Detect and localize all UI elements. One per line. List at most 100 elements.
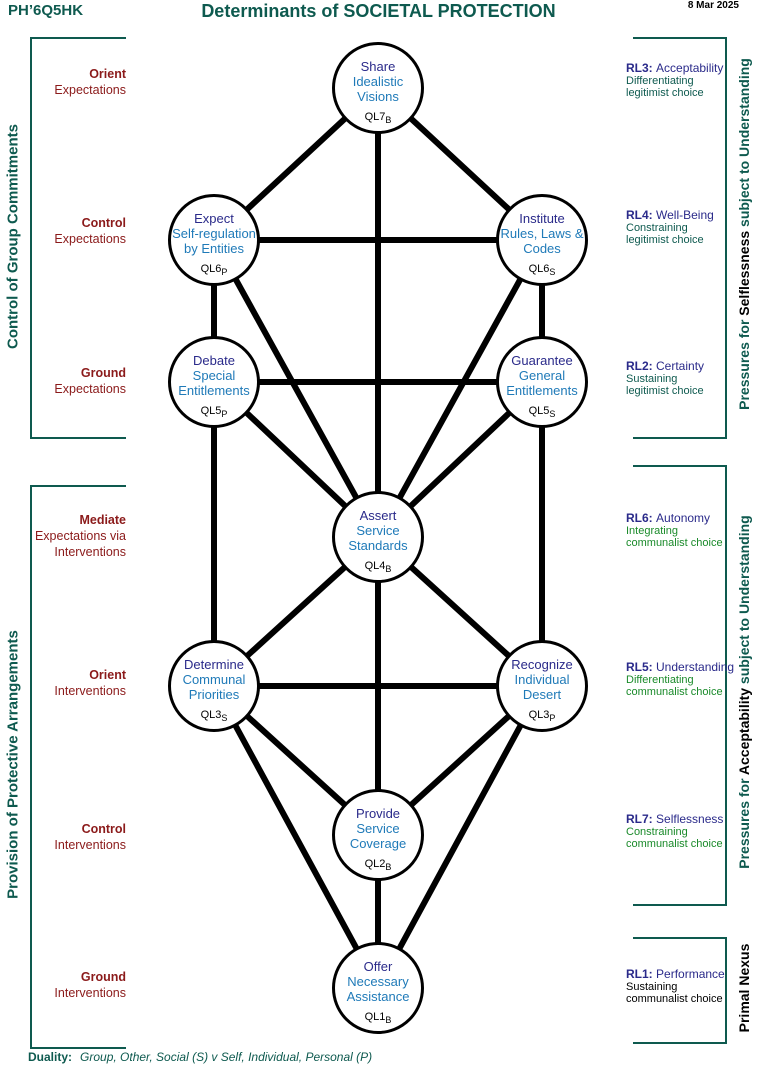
node-ql2-sub: B bbox=[385, 862, 392, 872]
node-ql3s-l2: Communal bbox=[182, 672, 246, 687]
node-ql6s-l3: Codes bbox=[523, 241, 561, 256]
left-row-1-b: Expectations bbox=[54, 83, 126, 97]
node-ql4-code: QL4 bbox=[364, 559, 386, 572]
right-bracket-middle bbox=[633, 465, 727, 906]
right-row-rl1-name: Performance bbox=[656, 967, 725, 981]
duality-footer: Duality: Group, Other, Social (S) v Self,… bbox=[28, 1050, 372, 1064]
right-row-rl5-s1: Differentiating bbox=[626, 674, 694, 686]
node-ql5p-l2: Special bbox=[192, 368, 236, 383]
right-group-top-pre: Pressures for bbox=[736, 315, 752, 410]
node-ql5s-l2: General bbox=[518, 368, 566, 383]
right-row-rl4-s1: Constraining bbox=[626, 222, 688, 234]
duality-text: Group, Other, Social (S) v Self, Individ… bbox=[80, 1050, 373, 1064]
left-row-4-b: Expectations via Interventions bbox=[34, 529, 126, 559]
node-ql7-l3: Visions bbox=[357, 89, 399, 104]
left-row-4-a: Mediate bbox=[79, 513, 126, 527]
node-ql6p-l1: Expect bbox=[194, 211, 234, 226]
left-row-6-a: Control bbox=[81, 822, 126, 836]
node-ql6p-l3: by Entities bbox=[184, 241, 244, 256]
node-ql1-l1: Offer bbox=[363, 959, 393, 974]
right-row-rl4-name: Well-Being bbox=[656, 208, 714, 222]
edge-3s-1 bbox=[211, 683, 381, 991]
document-code: PH’6Q5HK bbox=[8, 2, 84, 19]
right-row-rl3-s1: Differentiating bbox=[626, 75, 694, 87]
node-ql3p-l3: Desert bbox=[522, 687, 562, 702]
left-group-title-bottom: Provision of Protective Arrangements bbox=[4, 630, 22, 899]
page-title: Determinants of SOCIETAL PROTECTION bbox=[201, 1, 556, 21]
left-row-7-b: Interventions bbox=[54, 986, 126, 1000]
left-group-title-top: Control of Group Commitments bbox=[4, 124, 22, 349]
left-bracket-bottom bbox=[30, 485, 126, 1049]
left-row-6-b: Interventions bbox=[54, 838, 126, 852]
left-row-3-a: Ground bbox=[80, 366, 126, 380]
left-row-1-a: Orient bbox=[89, 67, 126, 81]
node-ql3p-sub: P bbox=[549, 713, 556, 723]
right-group-title-top: Pressures for Selflessness subject to Un… bbox=[736, 44, 752, 424]
node-ql7-sub: B bbox=[385, 115, 392, 125]
node-ql3s-l3: Priorities bbox=[188, 687, 240, 702]
node-ql5p-l1: Debate bbox=[193, 353, 235, 368]
right-group-title-middle: Pressures for Acceptability subject to U… bbox=[736, 502, 752, 882]
right-row-rl6-s1: Integrating bbox=[626, 525, 678, 537]
right-group-title-bottom: Primal Nexus bbox=[736, 943, 752, 1033]
node-ql3p-code: QL3 bbox=[528, 708, 550, 721]
right-row-rl6-s2: communalist choice bbox=[626, 537, 723, 549]
right-row-rl3-s2: legitimist choice bbox=[626, 87, 704, 99]
node-ql6p-sub: P bbox=[221, 267, 228, 277]
node-ql6p-l2: Self-regulation bbox=[172, 226, 256, 241]
right-row-rl7-s2: communalist choice bbox=[626, 838, 723, 850]
left-row-2-a: Control bbox=[81, 216, 126, 230]
right-row-rl1-s2: communalist choice bbox=[626, 993, 723, 1005]
left-row-3-b: Expectations bbox=[54, 382, 126, 396]
node-ql3p-l1: Recognize bbox=[511, 657, 573, 672]
right-row-rl6-name: Autonomy bbox=[656, 511, 711, 525]
right-bracket-bottom bbox=[633, 937, 727, 1044]
node-ql7-code: QL7 bbox=[364, 110, 386, 123]
date-label: 8 Mar 2025 bbox=[687, 0, 739, 11]
right-row-rl7-code: RL7: bbox=[626, 812, 653, 826]
left-row-7-a: Ground bbox=[80, 970, 126, 984]
right-row-rl5-s2: communalist choice bbox=[626, 686, 723, 698]
node-ql6s-l1: Institute bbox=[519, 211, 565, 226]
duality-label: Duality: bbox=[28, 1050, 73, 1064]
node-ql3p-l2: Individual bbox=[514, 672, 570, 687]
node-ql3s-code: QL3 bbox=[200, 708, 222, 721]
node-ql6s-l2: Rules, Laws & bbox=[500, 226, 584, 241]
node-ql2-l3: Coverage bbox=[349, 836, 407, 851]
node-ql1-l3: Assistance bbox=[346, 989, 410, 1004]
right-row-rl5-name: Understanding bbox=[656, 660, 735, 674]
node-ql5s-sub: S bbox=[549, 409, 556, 419]
right-group-top-post: subject to Understanding bbox=[736, 58, 752, 231]
node-ql5s-l3: Entitlements bbox=[506, 383, 578, 398]
right-row-rl5-code: RL5: bbox=[626, 660, 653, 674]
node-ql6s-sub: S bbox=[549, 267, 556, 277]
right-row-rl2-s2: legitimist choice bbox=[626, 385, 704, 397]
node-ql1-sub: B bbox=[385, 1015, 392, 1025]
node-ql1-code: QL1 bbox=[364, 1010, 386, 1023]
node-ql5p-l3: Entitlements bbox=[178, 383, 250, 398]
left-row-5-b: Interventions bbox=[54, 684, 126, 698]
right-row-rl6-code: RL6: bbox=[626, 511, 653, 525]
right-group-middle-key: Acceptability bbox=[736, 687, 752, 776]
node-ql6s-code: QL6 bbox=[528, 262, 550, 275]
right-row-rl4-code: RL4: bbox=[626, 208, 653, 222]
right-row-rl1-s1: Sustaining bbox=[626, 981, 678, 993]
right-bracket-top bbox=[633, 37, 727, 439]
node-ql7-l1: Share bbox=[360, 59, 396, 74]
